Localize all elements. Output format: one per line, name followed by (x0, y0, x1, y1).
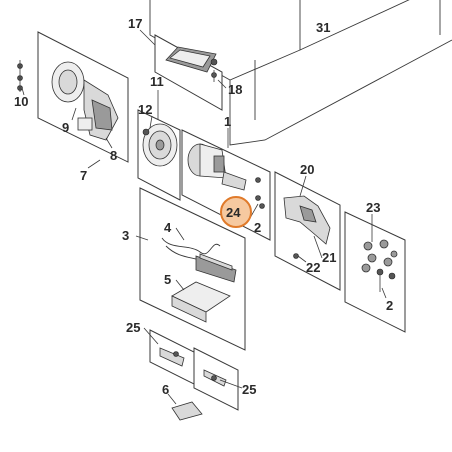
panel-23-hardware (344, 211, 406, 333)
panel-7-fan-housing (17, 31, 129, 163)
callout-3: 3 (122, 228, 129, 243)
callout-2-lower: 2 (386, 298, 393, 313)
callout-21: 21 (322, 250, 336, 265)
callout-12: 12 (138, 102, 152, 117)
callout-7: 7 (80, 168, 87, 183)
callout-22: 22 (306, 260, 320, 275)
panel-3-electronics (139, 187, 246, 351)
panel-25-board (149, 329, 195, 385)
callout-2-upper: 2 (254, 220, 261, 235)
callout-25-lower: 25 (242, 382, 256, 397)
callout-23: 23 (366, 200, 380, 215)
panel-20-nozzle (274, 171, 341, 291)
callout-1: 1 (224, 114, 231, 129)
highlight-circle-24 (220, 196, 252, 228)
callout-5: 5 (164, 272, 171, 287)
panel-17-filter (154, 34, 223, 111)
callout-24: 24 (226, 205, 241, 220)
leader-lines (21, 29, 387, 405)
callout-25-upper: 25 (126, 320, 140, 335)
panel-11-impeller (137, 109, 181, 201)
callout-20: 20 (300, 162, 314, 177)
callout-31: 31 (316, 20, 330, 35)
callout-9: 9 (62, 120, 69, 135)
panel-6-bracket (171, 347, 239, 421)
callout-8: 8 (110, 148, 117, 163)
callout-10: 10 (14, 94, 28, 109)
callout-labels: 17 31 10 9 8 7 11 12 18 1 20 24 2 23 3 4… (14, 16, 393, 397)
callout-11: 11 (150, 74, 164, 89)
callout-4: 4 (164, 220, 172, 235)
housing-outline (149, 0, 452, 146)
callout-6: 6 (162, 382, 169, 397)
callout-17: 17 (128, 16, 142, 31)
callout-18: 18 (228, 82, 242, 97)
